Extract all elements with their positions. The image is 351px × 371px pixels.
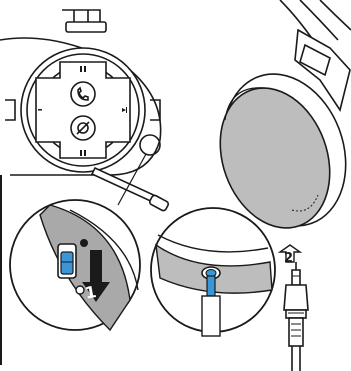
right-earcup xyxy=(202,0,351,243)
minus-icon xyxy=(38,109,42,111)
page-margin-bar xyxy=(0,175,2,365)
step-2-label: 2 xyxy=(284,251,293,266)
microphone-boom xyxy=(92,168,169,212)
detail-circle-jack xyxy=(151,208,275,336)
detail-circle-switch: 1 xyxy=(10,200,140,330)
slide-switch xyxy=(58,244,76,278)
audio-plug xyxy=(284,262,308,371)
